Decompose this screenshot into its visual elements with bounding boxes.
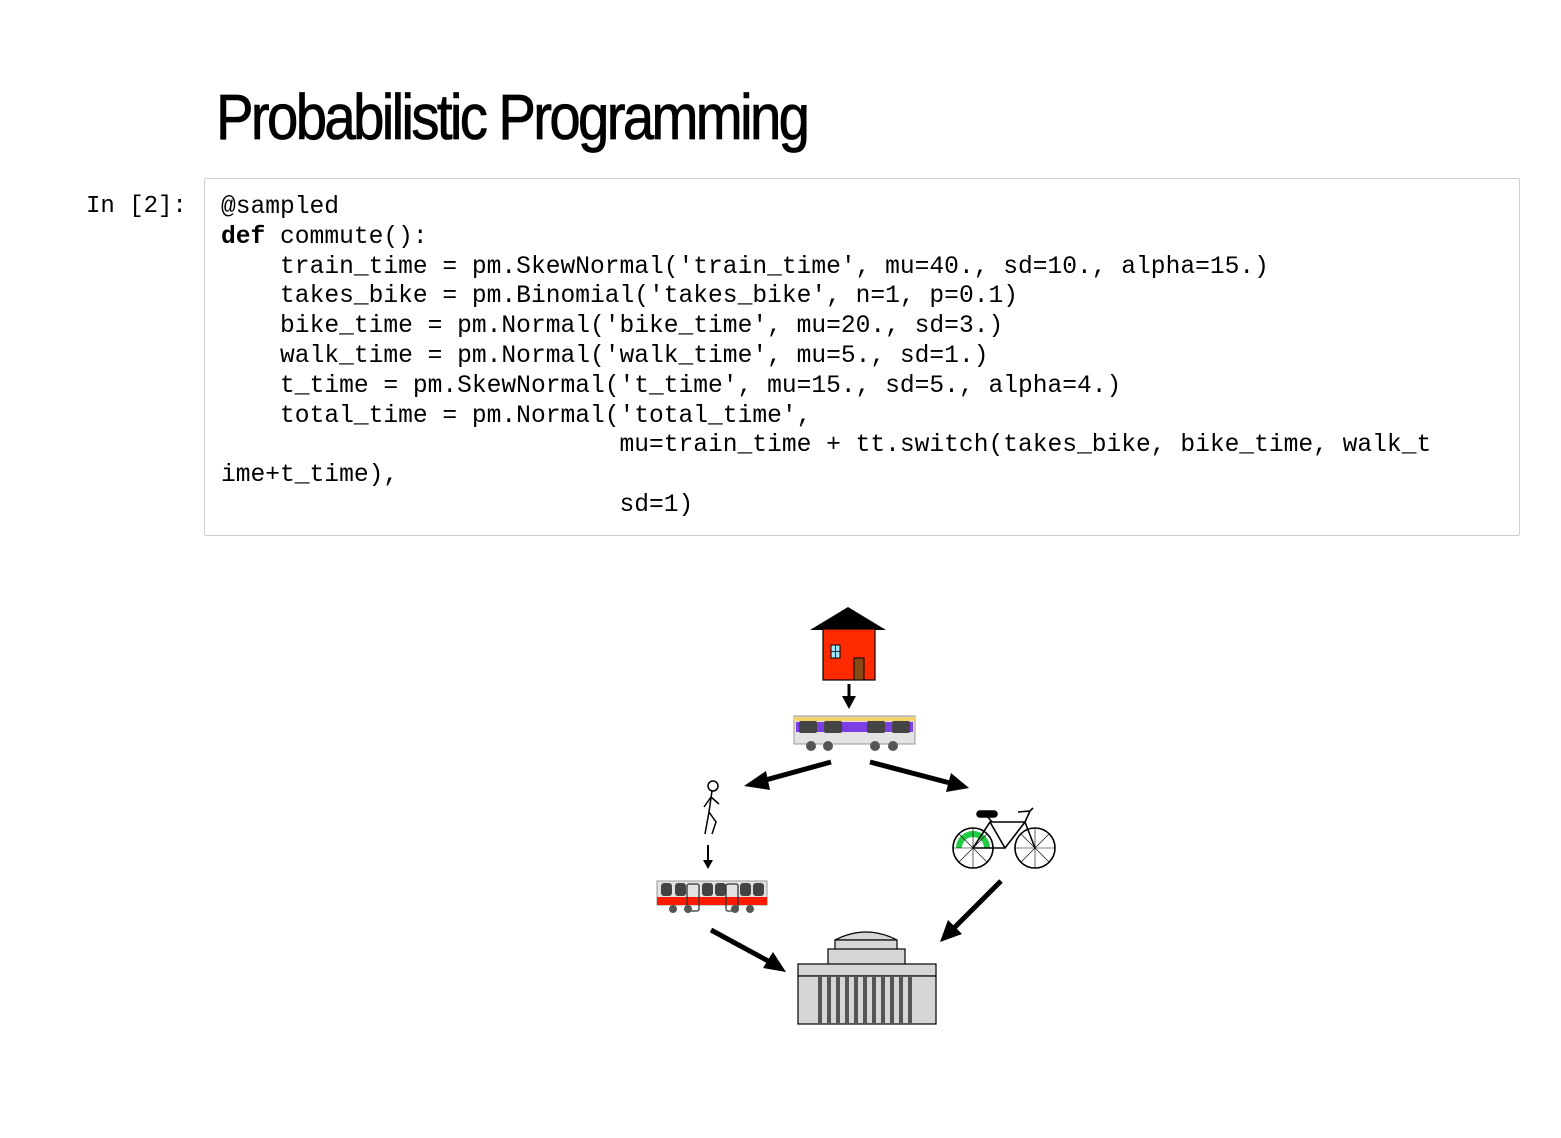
subway-train-icon [656, 880, 768, 913]
arrow-subway-to-building [709, 927, 786, 972]
code-line: mu=train_time + tt.switch(takes_bike, bi… [619, 432, 1432, 460]
code-line: sd=1) [619, 491, 694, 519]
code-line: takes_bike = pm.Binomial('takes_bike', n… [280, 283, 1018, 311]
walking-person-icon [703, 780, 720, 835]
code-line: def commute(): [221, 223, 428, 251]
cell-prompt: In [2]: [86, 193, 187, 220]
code-line: @sampled [221, 194, 340, 221]
commuter-train-icon [793, 715, 916, 751]
code-line: total_time = pm.Normal('total_time', [280, 402, 812, 430]
arrow-train-to-walk [744, 759, 832, 790]
house-icon [810, 607, 886, 681]
arrow-walk-to-subway [703, 845, 713, 869]
bicycle-icon [952, 807, 1056, 869]
page-title: Probabilistic Programming [216, 81, 811, 154]
arrow-house-to-train [842, 684, 856, 709]
campus-building-icon [797, 931, 937, 1025]
arrow-train-to-bike [869, 759, 969, 792]
code-line: ime+t_time), [221, 462, 399, 490]
code-line: t_time = pm.SkewNormal('t_time', mu=15.,… [280, 372, 1122, 400]
commute-diagram [656, 607, 1056, 1025]
code-line: train_time = pm.SkewNormal('train_time',… [280, 253, 1269, 281]
arrow-bike-to-building [940, 879, 1003, 942]
code-line: bike_time = pm.Normal('bike_time', mu=20… [280, 313, 1004, 341]
code-line: walk_time = pm.Normal('walk_time', mu=5.… [280, 342, 989, 370]
